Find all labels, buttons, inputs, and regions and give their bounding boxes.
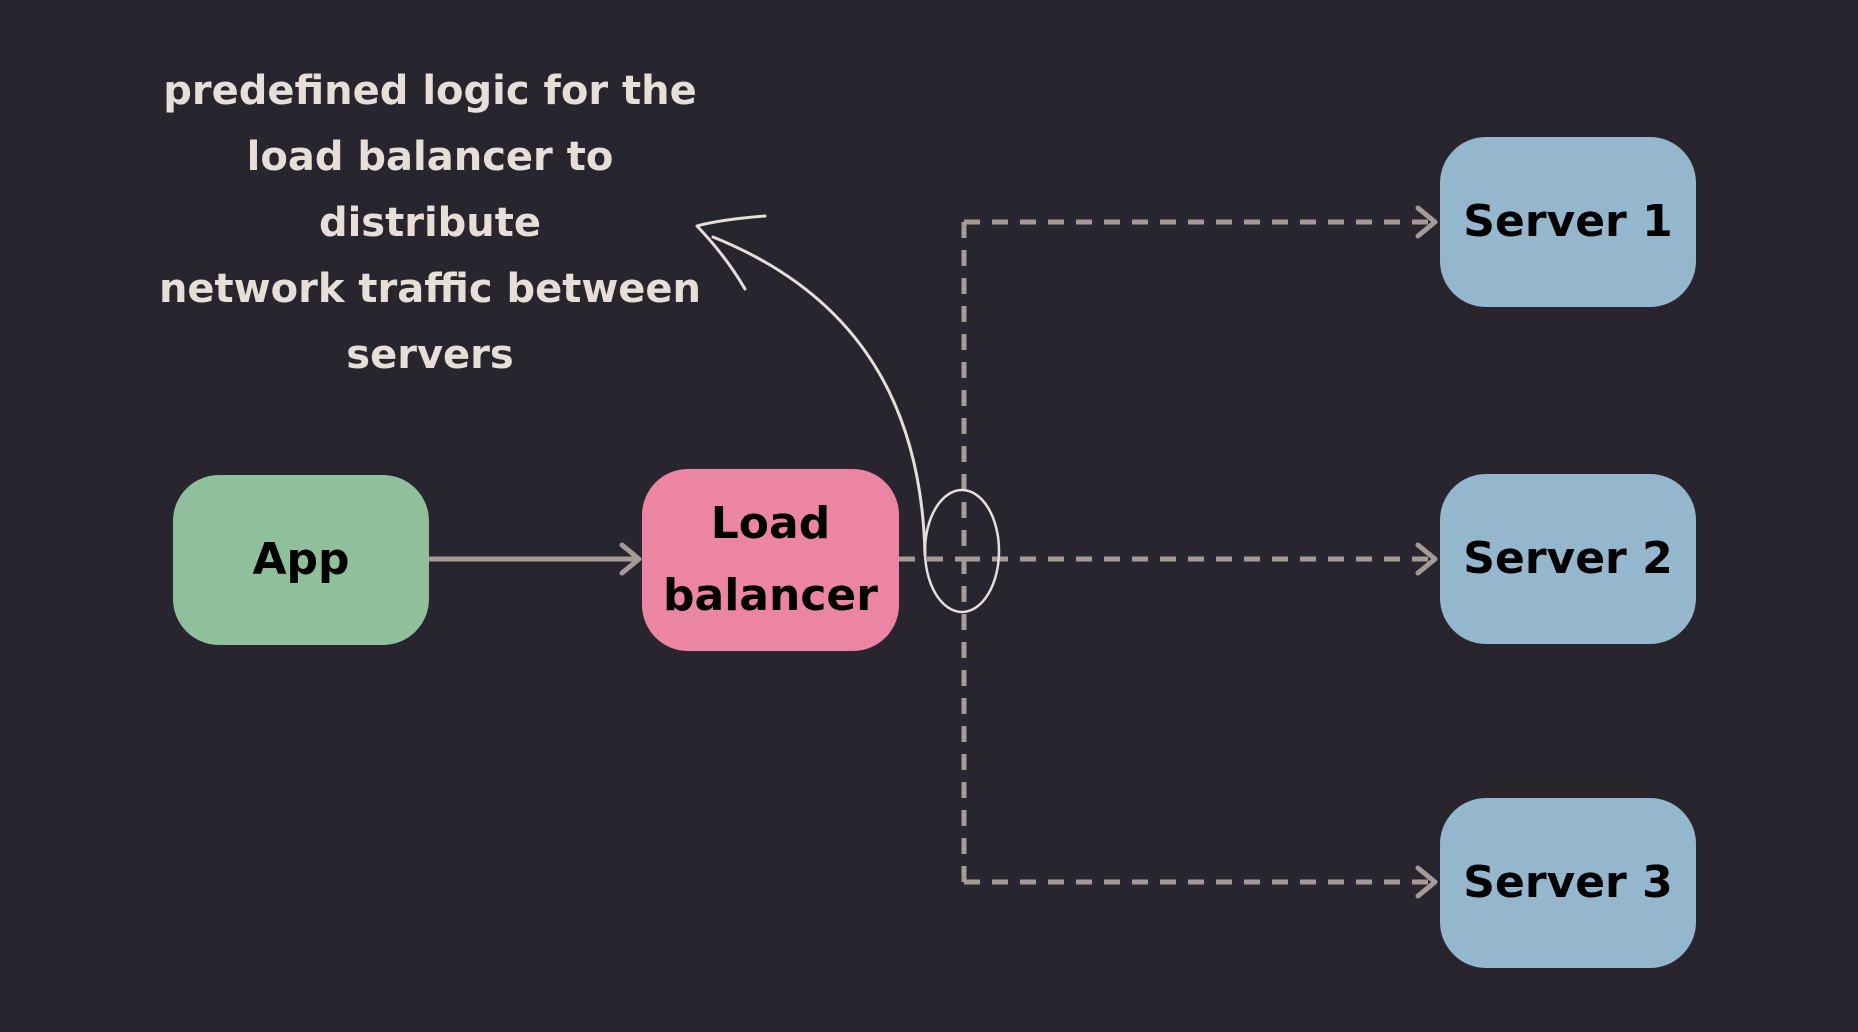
- server-2-node[interactable]: Server 2: [1440, 474, 1696, 644]
- load-balancer-node-label: Load balancer: [663, 498, 878, 621]
- edge-app-to-load-balancer: [426, 542, 642, 576]
- annotation-arrow: [695, 214, 927, 557]
- server-3-node[interactable]: Server 3: [1440, 798, 1696, 968]
- annotation-text: predefined logic for the load balancer t…: [158, 68, 702, 378]
- server-3-node-label: Server 3: [1463, 857, 1673, 908]
- server-1-node-label: Server 1: [1463, 196, 1673, 247]
- edge-load-balancer-to-server-1: [964, 205, 1438, 239]
- server-2-node-label: Server 2: [1463, 533, 1673, 584]
- server-1-node[interactable]: Server 1: [1440, 137, 1696, 307]
- edge-load-balancer-to-server-2: [964, 542, 1438, 576]
- load-balancer-node[interactable]: Load balancer: [642, 469, 899, 651]
- edge-load-balancer-to-server-3: [964, 865, 1438, 899]
- app-node-label: App: [252, 534, 350, 585]
- app-node[interactable]: App: [173, 475, 429, 645]
